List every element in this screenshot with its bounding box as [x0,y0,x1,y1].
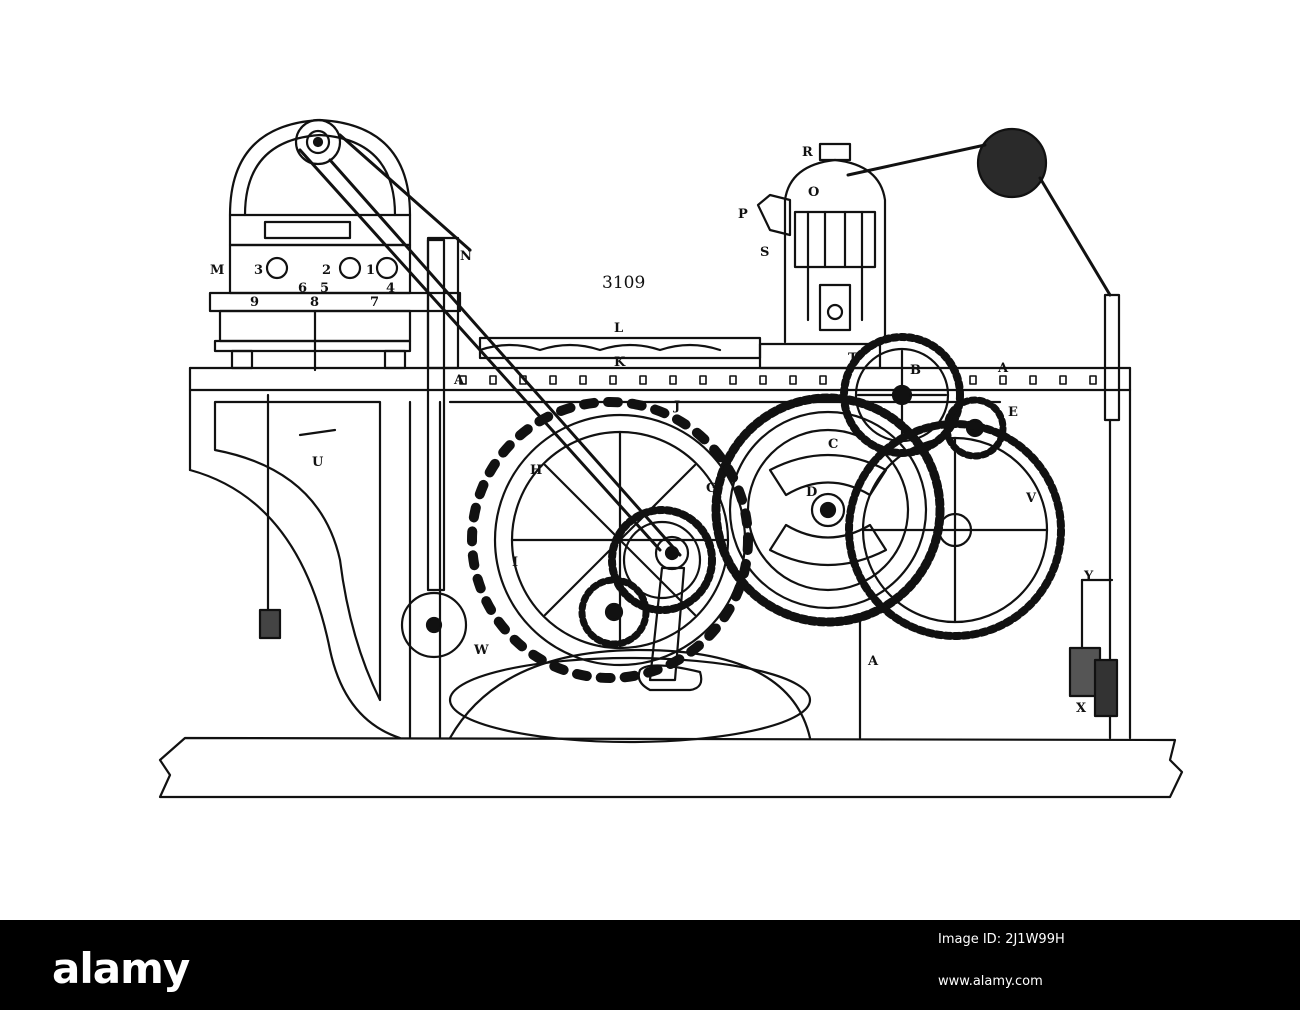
part-labels: A A A B C D E G H I J K L M N O P R S T … [210,145,1094,716]
label-3: 3 [254,263,263,278]
crank-arm [637,535,703,692]
weight-U [258,393,337,640]
label-S: S [760,245,769,260]
label-Y: Y [1083,569,1094,584]
weight-X [1068,578,1119,718]
gear-G [578,506,716,648]
label-4: 4 [386,281,395,296]
label-A-bottom: A [867,654,879,669]
gear-V [845,420,1065,640]
label-6: 6 [298,281,307,296]
image-id-text: Image ID: 2J1W99H [938,932,1065,947]
label-U: U [312,455,324,470]
label-J: J [673,399,680,414]
label-1: 1 [366,263,375,278]
frame-rivets [459,375,1097,385]
label-T: T [848,351,858,366]
label-7: 7 [370,295,379,310]
stock-url-text: www.alamy.com [938,974,1043,989]
base-platform [158,736,1184,799]
gear-C-D [711,393,945,627]
stock-logo: alamy [52,944,190,993]
label-I: I [512,555,518,570]
printing-press-engraving: A A A B C D E G H I J K L M N O P R S T … [158,118,1184,799]
label-R: R [802,145,813,160]
label-X: X [1076,701,1087,716]
rope-top-pulley [294,118,682,557]
label-P: P [738,207,748,222]
label-D: D [806,485,817,500]
label-2: 2 [322,263,331,278]
label-H: H [530,463,542,478]
counterweight-pulley [846,127,1121,422]
label-C: C [828,437,838,452]
label-N: N [460,249,472,264]
label-O: O [808,185,819,200]
label-M: M [210,263,224,278]
label-A-frame: A [453,373,465,388]
sheet-carriage [478,336,882,370]
stock-watermark-bar: alamy Image ID: 2J1W99H www.alamy.com [0,920,1300,1010]
label-G: G [706,481,717,496]
ink-cylinder-housing [756,142,887,344]
figure-number: 3109 [602,273,645,293]
label-E: E [1008,405,1018,420]
label-B: B [910,363,921,378]
label-W: W [473,643,489,658]
label-V: V [1025,491,1037,506]
main-frame [188,366,1132,744]
label-9: 9 [250,295,259,310]
label-K: K [614,355,626,370]
label-A-top: A [997,361,1009,376]
label-8: 8 [310,295,319,310]
driving-pulley [400,591,468,659]
label-L: L [614,321,623,336]
label-5: 5 [320,281,329,296]
